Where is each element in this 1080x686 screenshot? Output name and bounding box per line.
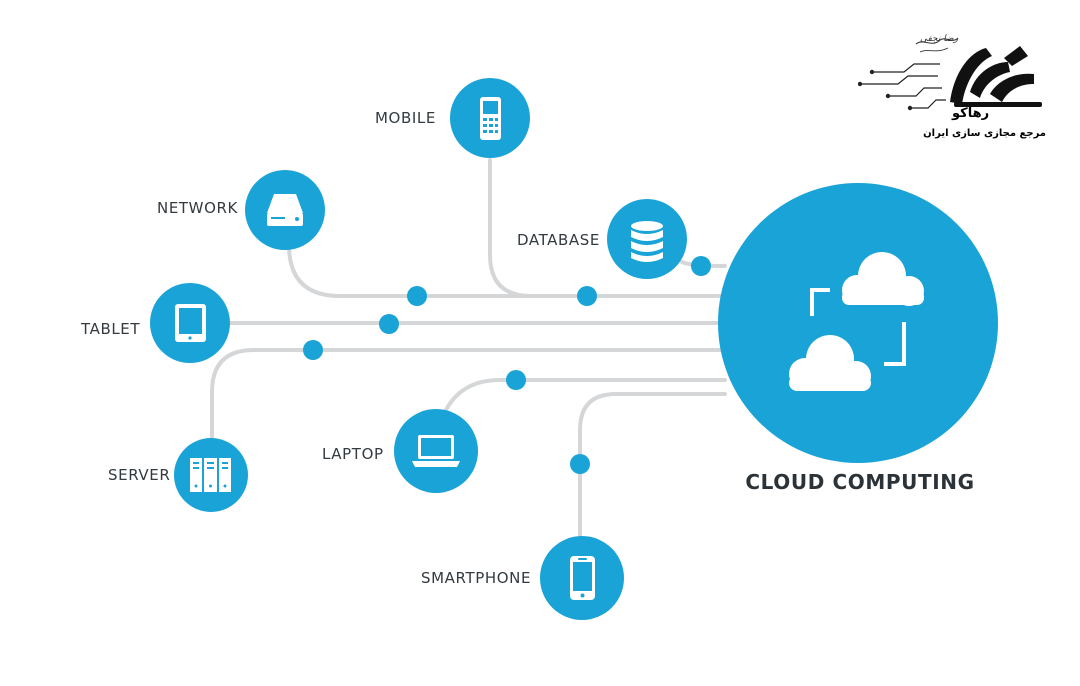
connector-laptop <box>444 378 727 412</box>
connector-network <box>287 243 727 298</box>
node-mobile <box>450 78 530 158</box>
label-network: NETWORK <box>157 199 238 217</box>
network-drive-icon <box>267 194 303 226</box>
brand-logo: رضا نجفی رهاکو مرجع مجازی سازی ایران <box>857 32 1048 150</box>
mobile-phone-icon <box>480 97 501 140</box>
label-smartphone: SMARTPHONE <box>421 569 532 587</box>
smartphone-icon <box>570 556 595 600</box>
database-icon <box>631 221 663 262</box>
cloud-icon <box>789 252 924 391</box>
connector-smartphone <box>578 392 727 542</box>
junction-dot <box>570 454 590 474</box>
hub-title: CLOUD COMPUTING <box>745 470 975 494</box>
server-icon <box>190 458 231 492</box>
label-tablet: TABLET <box>81 320 141 338</box>
logo-mark <box>857 37 1042 111</box>
cloud-computing-hub <box>718 183 998 463</box>
logo-brand-name: رهاکو <box>952 106 990 121</box>
junction-dots <box>303 256 711 474</box>
label-laptop: LAPTOP <box>322 445 384 463</box>
node-smartphone <box>540 536 624 620</box>
connector-mobile <box>488 158 533 298</box>
label-server: SERVER <box>108 466 171 484</box>
connector-server <box>210 348 727 442</box>
laptop-icon <box>412 435 460 467</box>
node-network <box>245 170 325 250</box>
tablet-icon <box>175 304 206 342</box>
node-laptop <box>394 409 478 493</box>
connector-lines <box>210 158 727 542</box>
logo-signature: رضا نجفی <box>920 34 958 44</box>
junction-dot <box>407 286 427 306</box>
node-tablet <box>150 283 230 363</box>
junction-dot <box>691 256 711 276</box>
node-database <box>607 199 687 279</box>
label-mobile: MOBILE <box>375 109 436 127</box>
label-database: DATABASE <box>517 231 600 249</box>
logo-tagline: مرجع مجازی سازی ایران <box>923 128 1046 139</box>
node-server <box>174 438 248 512</box>
junction-dot <box>577 286 597 306</box>
junction-dot <box>379 314 399 334</box>
junction-dot <box>303 340 323 360</box>
junction-dot <box>506 370 526 390</box>
